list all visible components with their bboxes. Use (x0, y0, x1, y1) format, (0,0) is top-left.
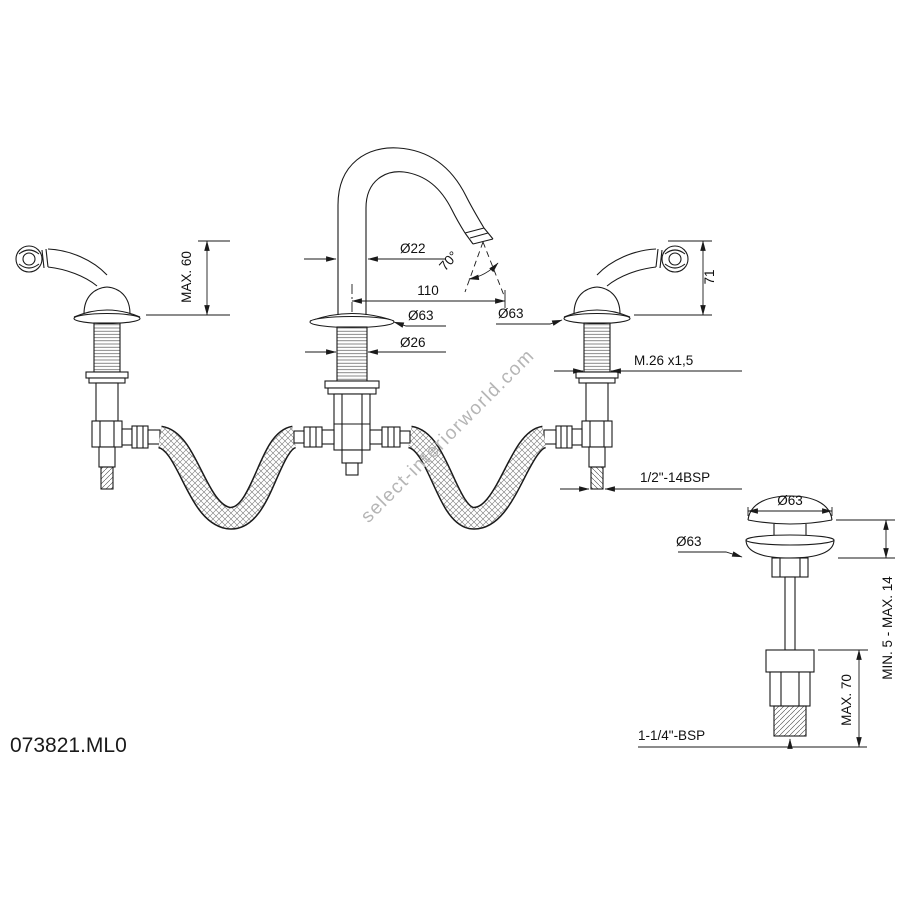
dim-spout-angle-label: 70° (436, 248, 461, 273)
dimension-lines (146, 240, 895, 749)
spout-nozzle-collar (464, 227, 485, 234)
dim-center-escutcheon-label: Ø63 (408, 308, 434, 323)
dim-spout-reach-label: 110 (417, 283, 439, 298)
dim-waste-clamp-label: MIN. 5 - MAX. 14 (880, 576, 895, 680)
popup-waste-assembly (745, 495, 835, 737)
dim-waste-cap-label: Ø63 (777, 493, 803, 508)
dim-side-escutcheon-label: Ø63 (498, 306, 524, 321)
dim-deck-max-label: MAX. 60 (179, 251, 194, 303)
dim-valve-thread-label: M.26 x1,5 (634, 353, 693, 368)
center-spout-assembly (293, 147, 506, 476)
dim-waste-length-label: MAX. 70 (839, 674, 854, 726)
left-hose (156, 425, 299, 530)
right-hose (406, 425, 549, 530)
dimension-labels: MAX. 60 Ø22 70° 110 Ø63 Ø63 Ø26 71 M.26 … (179, 241, 895, 743)
dim-hose-thread-label: 1/2"-14BSP (640, 470, 710, 485)
dim-waste-flange-label: Ø63 (676, 534, 702, 549)
dim-spout-diameter-label: Ø22 (400, 241, 426, 256)
handle-ball-icon (15, 245, 43, 273)
dim-waste-thread-label: 1-1/4"-BSP (638, 728, 705, 743)
left-valve-assembly (15, 245, 161, 490)
water-stream-centerline (464, 241, 506, 299)
dim-shank-diameter-label: Ø26 (400, 335, 426, 350)
dim-handle-height-label: 71 (702, 269, 717, 284)
product-code: 073821.ML0 (10, 734, 127, 757)
